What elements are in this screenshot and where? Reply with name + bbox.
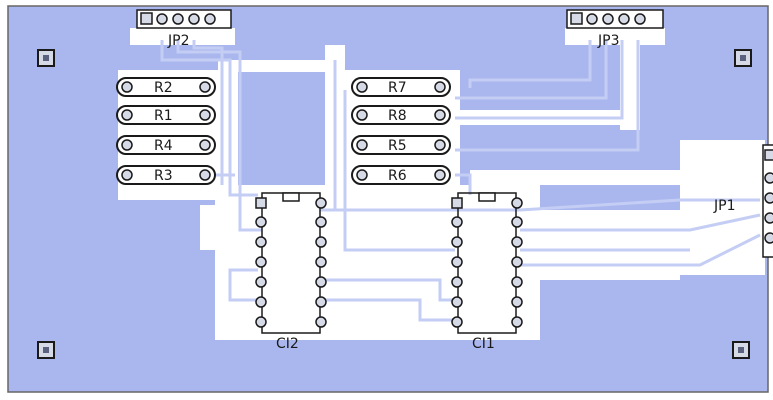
resistor-r1: R1: [116, 105, 216, 125]
resistor-r8-label: R8: [388, 108, 407, 124]
resistor-r7-label: R7: [388, 80, 407, 96]
ic-ci2: CI2: [255, 192, 327, 352]
resistor-r4: R4: [116, 135, 216, 155]
ic-ci1-pins: [451, 197, 523, 328]
traces: [160, 40, 761, 322]
jp2-label: JP2: [167, 33, 189, 49]
resistor-r3-label: R3: [154, 168, 173, 184]
resistor-r1-label: R1: [154, 108, 173, 124]
resistor-r7: R7: [351, 77, 451, 97]
resistor-r2: R2: [116, 77, 216, 97]
resistor-r2-label: R2: [154, 80, 173, 96]
connector-jp3: JP3: [566, 9, 664, 49]
ic-ci2-label: CI2: [276, 336, 299, 352]
resistor-r4-label: R4: [154, 138, 173, 154]
connector-jp2: JP2: [136, 9, 232, 49]
jp1-label: JP1: [713, 198, 735, 214]
resistor-r5-label: R5: [388, 138, 407, 154]
resistor-r6: R6: [351, 165, 451, 185]
mount-hole-top-left: [37, 49, 55, 67]
resistor-r6-label: R6: [388, 168, 407, 184]
jp3-label: JP3: [597, 33, 619, 49]
ic-ci2-pins: [255, 197, 327, 328]
mount-hole-bottom-right: [732, 341, 750, 359]
ic-ci1-label: CI1: [472, 336, 495, 352]
mount-hole-bottom-left: [37, 341, 55, 359]
ic-ci1: CI1: [451, 192, 523, 352]
connector-jp1: JP1: [713, 144, 773, 258]
resistor-r3: R3: [116, 165, 216, 185]
resistor-r5: R5: [351, 135, 451, 155]
mount-hole-top-right: [734, 49, 752, 67]
resistor-r8: R8: [351, 105, 451, 125]
